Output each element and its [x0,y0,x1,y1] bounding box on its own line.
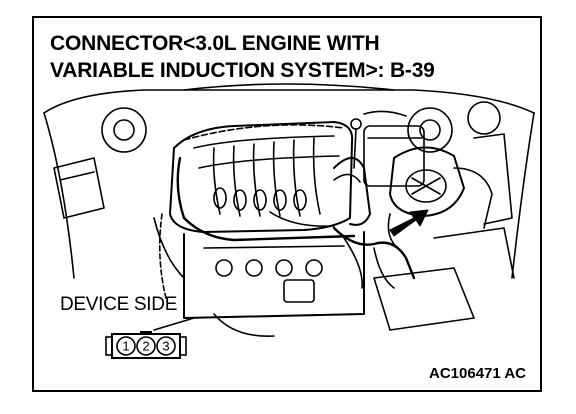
page-title: CONNECTOR<3.0L ENGINE WITH VARIABLE INDU… [50,30,435,84]
pin-2-label: 2 [142,339,149,354]
connector-pin-1: 1 [116,336,136,356]
connector-pinout-icon: 1 2 3 [105,331,187,359]
diagram-frame: CONNECTOR<3.0L ENGINE WITH VARIABLE INDU… [32,16,542,392]
title-line-2: VARIABLE INDUCTION SYSTEM>: B-39 [50,59,435,82]
pin-1-label: 1 [122,339,129,354]
engine-bay-illustration [43,83,535,337]
device-side-label: DEVICE SIDE [60,294,178,315]
connector-pin-3: 3 [156,336,176,356]
pin-3-label: 3 [162,339,169,354]
title-line-1: CONNECTOR<3.0L ENGINE WITH [50,32,380,55]
figure-code: AC106471 AC [429,365,526,382]
connector-pin-2: 2 [136,336,156,356]
